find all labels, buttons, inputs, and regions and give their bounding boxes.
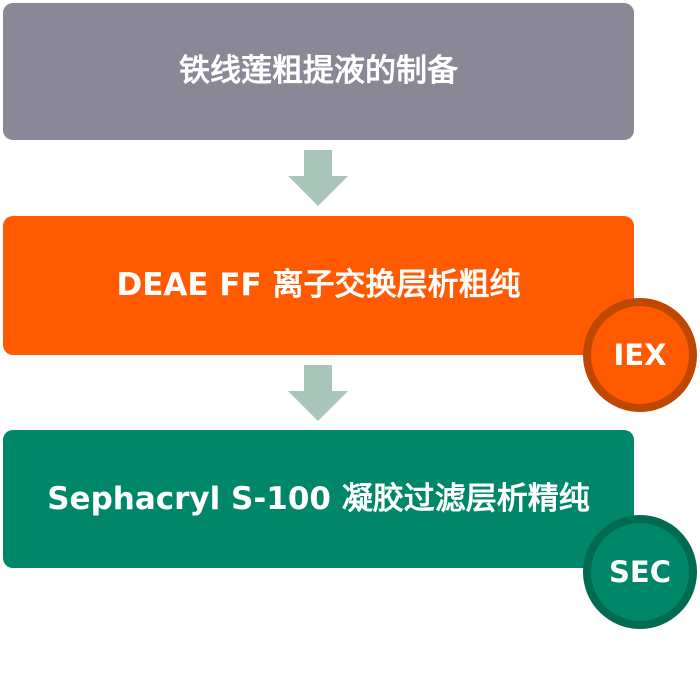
step-2-box: DEAE FF 离子交换层析粗纯: [3, 216, 634, 355]
iex-badge-label: IEX: [613, 338, 667, 372]
iex-badge: IEX: [583, 298, 697, 412]
step-2-label: DEAE FF 离子交换层析粗纯: [116, 267, 521, 304]
step-3-box: Sephacryl S-100 凝胶过滤层析精纯: [3, 430, 634, 568]
step-3-label: Sephacryl S-100 凝胶过滤层析精纯: [47, 480, 590, 517]
down-arrow-icon: [288, 365, 348, 421]
sec-badge-label: SEC: [609, 555, 671, 589]
down-arrow-icon: [288, 150, 348, 206]
step-1-label: 铁线莲粗提液的制备: [179, 53, 458, 90]
sec-badge: SEC: [583, 515, 697, 629]
step-1-box: 铁线莲粗提液的制备: [3, 3, 634, 140]
